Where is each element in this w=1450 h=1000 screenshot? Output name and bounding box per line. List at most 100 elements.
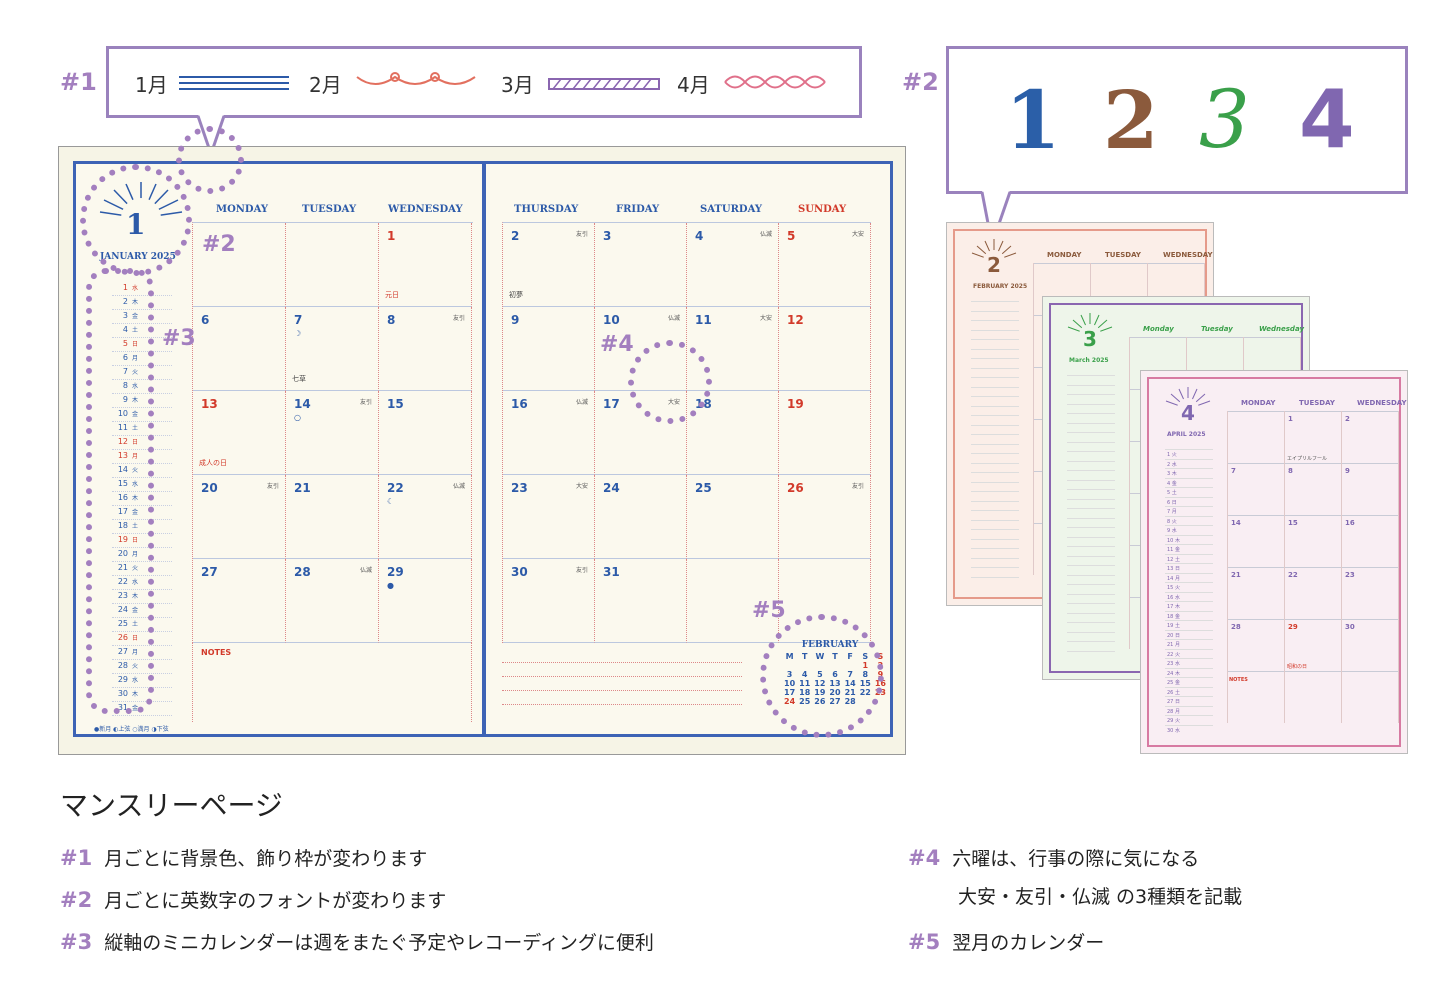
thumbnail-vertical-row	[971, 576, 1019, 578]
thumbnail-vertical-row	[1067, 641, 1115, 642]
thumbnail-vertical-row	[1067, 460, 1115, 462]
day-cell[interactable]: 21	[286, 475, 379, 559]
notes-area[interactable]: NOTES	[192, 642, 472, 722]
thumbnail-vertical-row	[971, 367, 1019, 369]
day-cell[interactable]: 9	[503, 307, 595, 391]
frame-sample-1	[179, 76, 289, 90]
rokuyo-label: 友引	[851, 483, 864, 490]
day-cell[interactable]: 7☽七草	[286, 307, 379, 391]
digit-4: 4	[1299, 73, 1355, 166]
thumbnail-vertical-day: 12 土	[1167, 556, 1180, 563]
day-cell[interactable]: 24	[595, 475, 687, 559]
thumbnail-day-number: 21	[1231, 571, 1241, 579]
thumbnail-vertical-row	[1067, 441, 1115, 443]
thumbnail-vertical-row	[1067, 527, 1115, 528]
thumbnail-vertical-row	[1067, 422, 1115, 424]
thumbnail-grid-line	[1227, 463, 1399, 464]
thumbnail-vertical-day: 29 火	[1167, 718, 1180, 724]
thumbnail-vertical-row	[1165, 458, 1213, 460]
vertical-weekday: 火	[132, 369, 139, 376]
thumbnail-vertical-row	[971, 358, 1019, 359]
vertical-weekday: 金	[132, 607, 139, 614]
overlay-tag-2: #2	[202, 232, 236, 257]
notes-lines	[502, 654, 742, 714]
vertical-day-row[interactable]: 24 金	[112, 604, 172, 618]
day-cell[interactable]: 6	[193, 307, 286, 391]
event-label: 初夢	[509, 291, 523, 299]
vertical-weekday: 日	[132, 537, 139, 544]
digit-3: 3	[1199, 73, 1250, 166]
day-cell[interactable]: 31	[595, 559, 687, 643]
day-cell[interactable]: 3	[595, 223, 687, 307]
thumbnail-vertical-row	[1165, 515, 1213, 517]
thumbnail-vertical-row	[971, 557, 1019, 559]
day-number: 31	[603, 565, 620, 579]
section-title: マンスリーページ	[60, 789, 283, 822]
thumbnail-grid-line	[1129, 337, 1130, 649]
day-cell[interactable]	[687, 559, 779, 643]
day-cell[interactable]: 27	[193, 559, 286, 643]
moon-phase-icon: ●	[387, 581, 394, 590]
day-cell[interactable]	[193, 223, 286, 307]
thumbnail-vertical-day: 7 月	[1167, 509, 1177, 515]
day-cell[interactable]: 12	[779, 307, 871, 391]
day-cell[interactable]: 25	[687, 475, 779, 559]
thumbnail-day-number: 1	[1288, 415, 1293, 423]
day-cell[interactable]: 29●	[379, 559, 472, 643]
caption-3-text: 縦軸のミニカレンダーは週をまたぐ予定やレコーディングに便利	[104, 932, 654, 954]
thumbnail-weekday-header: TUESDAY	[1105, 251, 1141, 259]
day-cell[interactable]: 19	[779, 391, 871, 475]
vertical-day-number: 24	[117, 605, 128, 614]
day-cell[interactable]: 15	[379, 391, 472, 475]
thumbnail-vertical-row	[1067, 555, 1115, 557]
thumbnail-grid-line	[1227, 567, 1399, 568]
day-cell[interactable]	[286, 223, 379, 307]
tag-2: #2	[902, 68, 939, 96]
